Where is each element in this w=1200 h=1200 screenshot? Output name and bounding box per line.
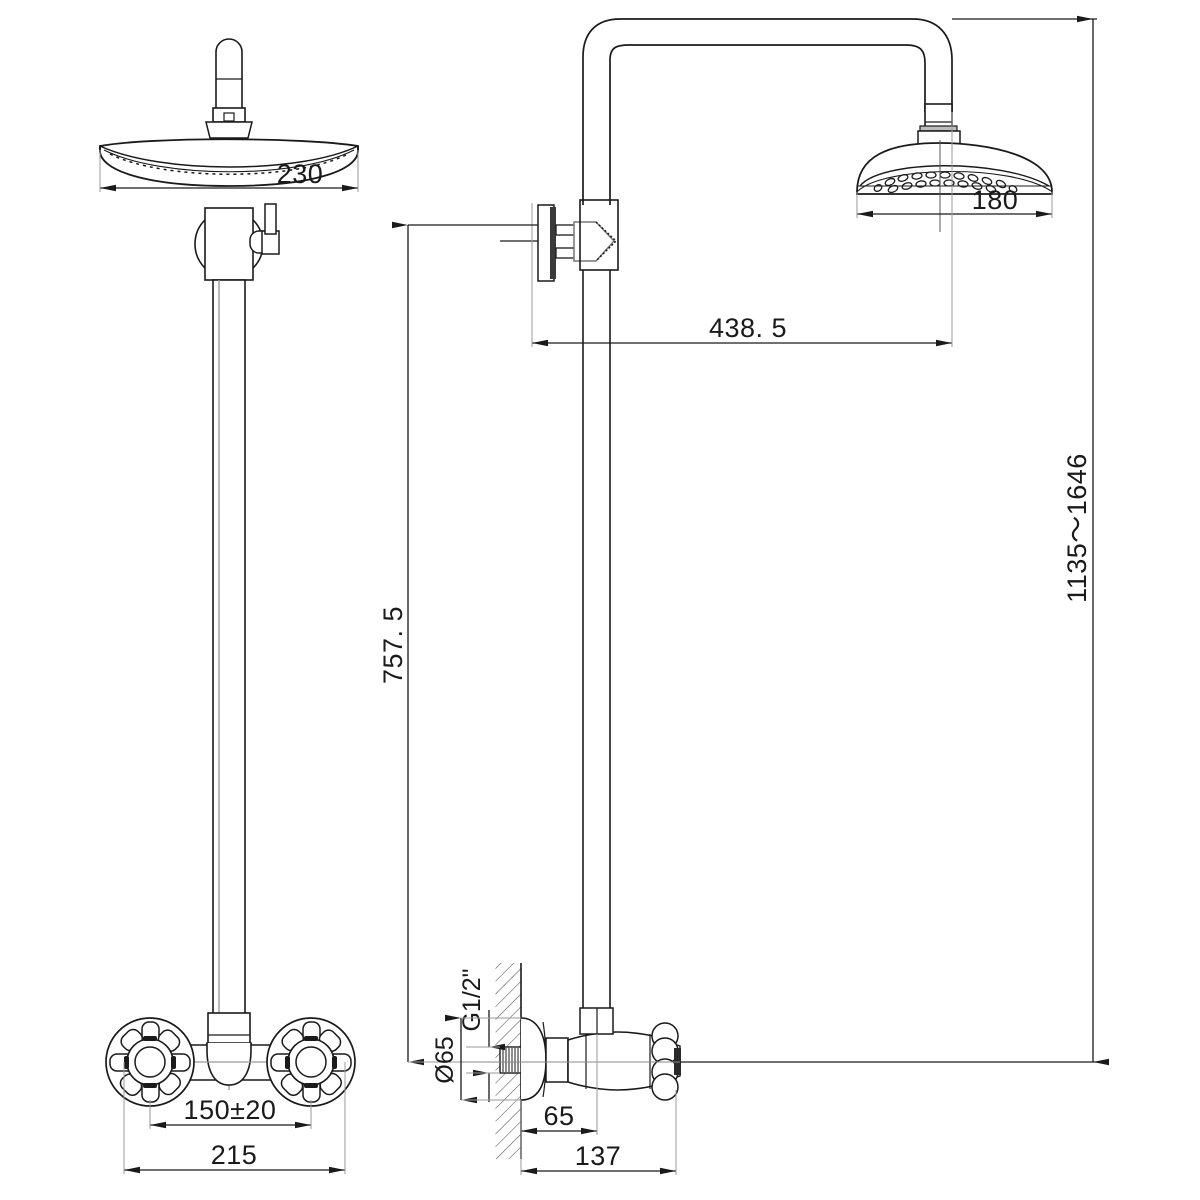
front-shower-head — [99, 138, 359, 187]
dimension-137: 137 — [520, 1090, 677, 1175]
side-riser-pipe — [582, 270, 611, 1008]
side-arm — [582, 18, 953, 205]
dimension-438-5-label: 438. 5 — [709, 313, 787, 343]
front-head-collar — [205, 121, 253, 139]
side-handle — [651, 1022, 681, 1101]
dimension-height-range: 1135～1646 — [680, 15, 1109, 1066]
dimension-150-pm-20-label: 150±20 — [184, 1095, 277, 1125]
dimension-height-range-label: 1135～1646 — [1062, 453, 1092, 603]
dimension-65: 65 — [520, 1034, 598, 1135]
dimension-215: 215 — [123, 1062, 346, 1174]
dimension-65-label: 65 — [543, 1101, 574, 1131]
front-riser-pipe — [212, 279, 246, 1023]
dimension-thread: G1/2" — [458, 968, 505, 1102]
front-arm-tube — [212, 38, 246, 123]
dimension-137-label: 137 — [575, 1141, 622, 1171]
side-view-group — [416, 18, 1053, 1159]
front-handle-right — [266, 1017, 356, 1107]
side-shower-head — [856, 130, 1053, 195]
dimension-215-label: 215 — [211, 1140, 258, 1170]
dimension-thread-label: G1/2" — [458, 968, 486, 1031]
dimension-757-5-label: 757. 5 — [378, 606, 408, 684]
dimension-180: 180 — [856, 185, 1053, 218]
dimension-150-pm-20: 150±20 — [149, 1095, 312, 1129]
dimension-230: 230 — [99, 150, 359, 192]
dimension-flange-dia: Ø65 — [431, 1014, 521, 1104]
dimension-180-label: 180 — [972, 185, 1019, 215]
front-handle-left — [105, 1017, 195, 1107]
side-wall-bracket — [500, 199, 619, 282]
dimension-438-5: 438. 5 — [531, 112, 953, 347]
dimension-757-5: 757. 5 — [378, 221, 538, 1066]
dimension-flange-dia-label: Ø65 — [431, 1036, 459, 1083]
side-wall-inlet — [499, 1017, 569, 1101]
front-view-group — [99, 38, 359, 1107]
front-diverter — [194, 203, 280, 281]
dimension-230-label: 230 — [277, 159, 324, 189]
